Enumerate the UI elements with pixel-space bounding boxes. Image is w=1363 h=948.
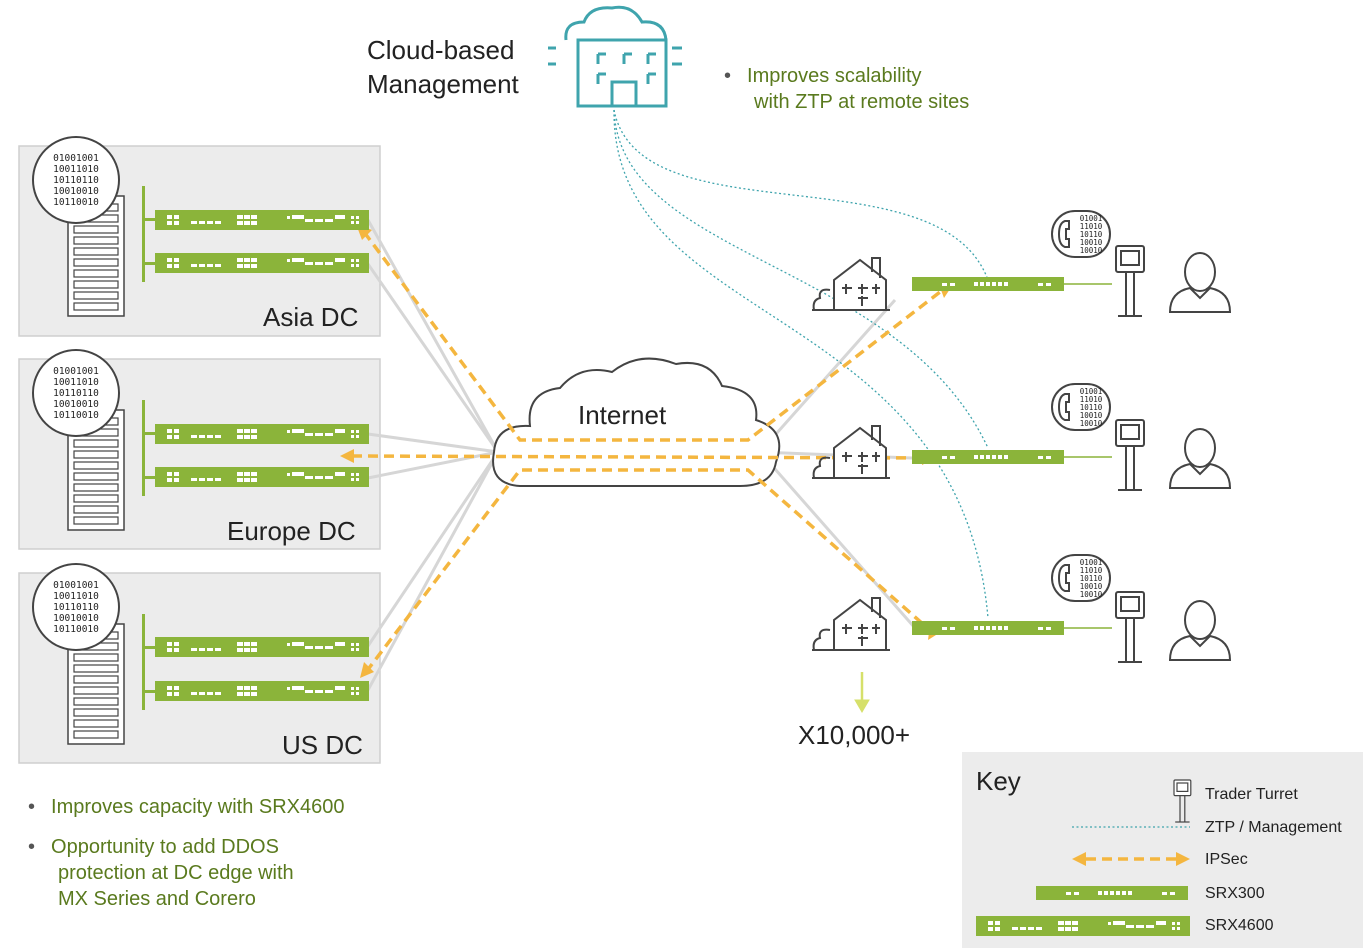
- dc-bullet-2-line1: Opportunity to add DDOS: [51, 836, 279, 858]
- key-label-turret: Trader Turret: [1205, 786, 1298, 803]
- dc-bullet-2: •Opportunity to add DDOS protection at D…: [28, 836, 294, 910]
- asia-dc-equipment: [32, 136, 369, 317]
- cloud-bullet: •Improves scalability with ZTP at remote…: [724, 65, 970, 113]
- dc-bullet-2-line2: protection at DC edge with: [58, 862, 294, 884]
- branch-1: [811, 210, 1231, 317]
- asia-dc-label: Asia DC: [263, 302, 359, 332]
- cloud-building-icon: [548, 5, 682, 108]
- us-dc-equipment: [32, 563, 369, 745]
- scale-down-arrow: [854, 672, 870, 713]
- ztp-management-lines: [613, 109, 989, 619]
- ipsec-tunnels: [351, 230, 942, 674]
- internet-cloud-shape: [492, 357, 781, 487]
- cloud-bullet-line1: Improves scalability: [747, 65, 922, 87]
- internet-label: Internet: [578, 400, 667, 430]
- europe-dc-label: Europe DC: [227, 516, 356, 546]
- cloud-bullet-line2: with ZTP at remote sites: [754, 91, 970, 113]
- key-label-srx300: SRX300: [1205, 885, 1265, 902]
- key-srx4600-icon: [976, 916, 1190, 936]
- key-panel: [962, 752, 1363, 948]
- key-srx300-icon: [1036, 886, 1188, 900]
- key-title: Key: [976, 766, 1021, 796]
- branch-3: [811, 554, 1231, 663]
- cloud-title: Cloud-based Management: [367, 33, 519, 101]
- key-label-ztp: ZTP / Management: [1205, 819, 1342, 836]
- dc-bullet-1: •Improves capacity with SRX4600: [28, 796, 345, 818]
- key-label-ipsec: IPSec: [1205, 851, 1248, 868]
- europe-dc-equipment: [32, 349, 369, 531]
- dc-bullet-2-line3: MX Series and Corero: [58, 888, 256, 910]
- cloud-title-line2: Management: [367, 69, 519, 99]
- dc-bullet-1-text: Improves capacity with SRX4600: [51, 796, 345, 818]
- branch-multiplier: X10,000+: [798, 720, 911, 750]
- internet-links: [366, 219, 917, 691]
- key-label-srx4600: SRX4600: [1205, 917, 1274, 934]
- branch-2: [811, 383, 1231, 491]
- cloud-title-line1: Cloud-based: [367, 35, 515, 65]
- key-ipsec-arrow: [1072, 852, 1190, 866]
- us-dc-label: US DC: [282, 730, 363, 760]
